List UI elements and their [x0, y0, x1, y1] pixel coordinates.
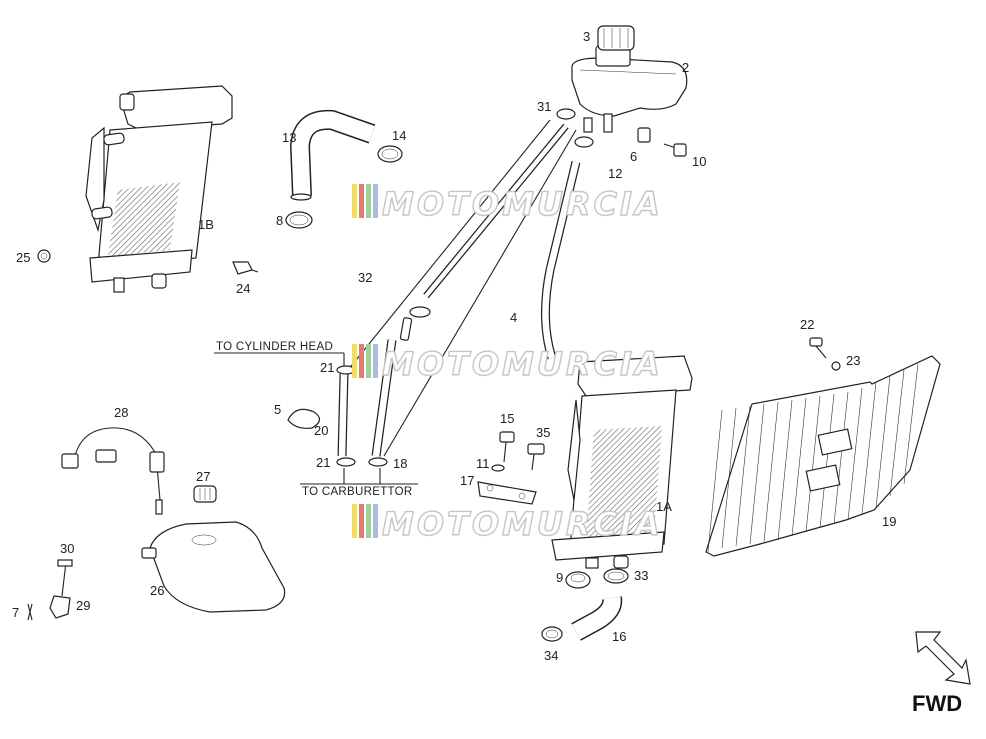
callout-30: 30 — [60, 541, 74, 556]
screw-10 — [663, 143, 687, 157]
watermark-middle: MOTOMURCIA — [352, 344, 663, 384]
bracket-lines-32 — [347, 119, 577, 457]
hose-20 — [337, 373, 349, 457]
callout-33: 33 — [634, 568, 648, 583]
callout-31: 31 — [537, 99, 551, 114]
callout-29: 29 — [76, 598, 90, 613]
callout-23: 23 — [846, 353, 860, 368]
callout-25: 25 — [16, 250, 30, 265]
callout-16: 16 — [612, 629, 626, 644]
callout-15: 15 — [500, 411, 514, 426]
callout-17: 17 — [460, 473, 474, 488]
grommet-9 — [565, 571, 591, 589]
bracket-17 — [477, 481, 537, 505]
note-to-cylinder-head: TO CYLINDER HEAD — [216, 341, 333, 353]
bolt-30 — [57, 559, 73, 597]
svg-text:MOTOMURCIA: MOTOMURCIA — [382, 505, 663, 543]
callout-1b: 1B — [198, 217, 214, 232]
watermark-top: MOTOMURCIA — [352, 184, 663, 224]
callout-1a: 1A — [656, 499, 672, 514]
wiring-harness-28 — [61, 427, 165, 515]
callout-4: 4 — [510, 310, 517, 325]
hose-to-carburettor — [371, 339, 397, 457]
clamp-14 — [377, 145, 403, 163]
nut-23 — [831, 361, 841, 371]
callout-19: 19 — [882, 514, 896, 529]
callout-8: 8 — [276, 213, 283, 228]
clamp-25 — [37, 249, 51, 263]
bolt-22 — [809, 337, 827, 359]
callout-35: 35 — [536, 425, 550, 440]
callout-21-upper: 21 — [320, 360, 334, 375]
grille-fins — [707, 363, 919, 553]
callout-24: 24 — [236, 281, 250, 296]
sensor-24 — [232, 261, 259, 275]
callout-27: 27 — [196, 469, 210, 484]
radiator-left-1b — [85, 85, 233, 293]
cap-27 — [193, 485, 217, 503]
fitting-29 — [49, 595, 71, 619]
clamp-18 — [368, 457, 388, 467]
grille-19 — [705, 355, 941, 557]
callout-12: 12 — [608, 166, 622, 181]
callout-6: 6 — [630, 149, 637, 164]
clamp-34 — [541, 626, 563, 642]
bolt-35 — [527, 443, 545, 471]
callout-5: 5 — [274, 402, 281, 417]
callout-18: 18 — [393, 456, 407, 471]
callout-22: 22 — [800, 317, 814, 332]
cover-26 — [141, 521, 286, 613]
callout-14: 14 — [392, 128, 406, 143]
clamp-12 — [574, 136, 594, 148]
bolt-15 — [499, 431, 515, 463]
watermark-bottom: MOTOMURCIA — [352, 504, 663, 544]
clamp-31 — [556, 108, 576, 120]
expansion-tank-2 — [571, 45, 688, 133]
callout-9: 9 — [556, 570, 563, 585]
callout-26: 26 — [150, 583, 164, 598]
svg-text:MOTOMURCIA: MOTOMURCIA — [382, 345, 663, 383]
svg-text:MOTOMURCIA: MOTOMURCIA — [382, 185, 663, 223]
hose-16 — [571, 596, 623, 641]
clamp-8 — [285, 211, 313, 229]
callout-13: 13 — [282, 130, 296, 145]
hose-13 — [289, 109, 376, 201]
forward-direction-indicator: FWD — [912, 631, 971, 716]
callout-32: 32 — [358, 270, 372, 285]
callout-3: 3 — [583, 29, 590, 44]
breather-hose-32 — [399, 123, 569, 341]
strap-5 — [287, 408, 321, 429]
callout-7: 7 — [12, 605, 19, 620]
callout-10: 10 — [692, 154, 706, 169]
callout-labels: 3 2 31 6 10 12 13 14 8 1B 25 24 32 4 TO … — [12, 29, 896, 663]
note-to-carburettor: TO CARBURETTOR — [302, 486, 412, 498]
callout-28: 28 — [114, 405, 128, 420]
callout-34: 34 — [544, 648, 558, 663]
radiator-right-1a — [551, 355, 693, 569]
callout-21-lower: 21 — [316, 455, 330, 470]
overflow-hose-4 — [541, 160, 581, 360]
radiator-cap-3 — [597, 25, 635, 51]
fwd-label: FWD — [912, 691, 962, 716]
annotation-lines — [214, 352, 418, 485]
callout-2: 2 — [682, 60, 689, 75]
forward-arrow-icon — [915, 631, 971, 685]
nut-6 — [637, 127, 651, 143]
clip-7 — [27, 603, 33, 621]
callout-20: 20 — [314, 423, 328, 438]
washer-11 — [491, 464, 505, 472]
clamp-21-lower — [336, 457, 356, 467]
callout-11: 11 — [476, 456, 490, 471]
clamp-33 — [603, 568, 629, 584]
